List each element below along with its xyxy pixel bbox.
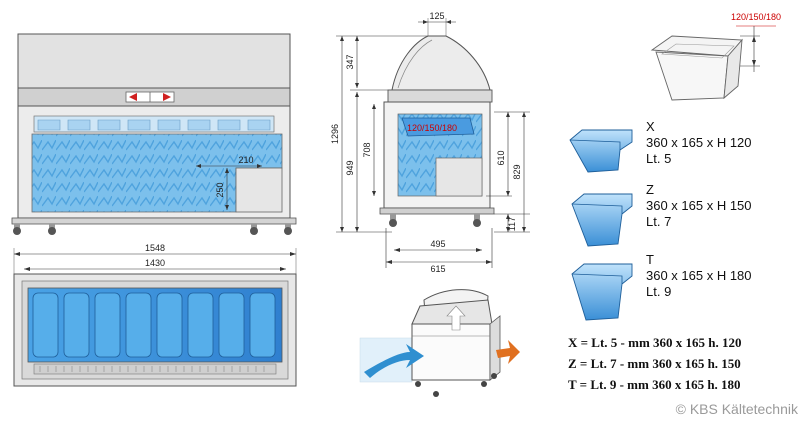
front-height-dimension: 250 — [215, 168, 229, 210]
top-view: 1548 1430 — [13, 243, 297, 387]
air-outlet-arrow-icon — [496, 340, 520, 364]
air-up-arrow-icon — [446, 305, 466, 331]
copyright: © KBS Kältetechnik — [676, 401, 799, 417]
caster-icon — [389, 214, 481, 227]
pan-t-size: 360 x 165 x H 180 — [646, 268, 752, 283]
front-pan-row — [33, 115, 275, 133]
pan-z-volume: Lt. 7 — [646, 214, 671, 229]
glass-hood — [391, 35, 491, 91]
airflow-illustration — [359, 289, 520, 397]
dim-front-depth: 210 — [238, 155, 253, 165]
dim-top-inner: 1430 — [145, 258, 165, 268]
pan-legend: X = Lt. 5 - mm 360 x 165 h. 120 Z = Lt. … — [568, 335, 742, 392]
dim-front-height: 250 — [215, 182, 225, 197]
pan-option-x: X 360 x 165 x H 120 Lt. 5 — [569, 119, 752, 173]
pan-option-z: Z 360 x 165 x H 150 Lt. 7 — [571, 182, 752, 247]
legend-line-x: X = Lt. 5 - mm 360 x 165 h. 120 — [568, 335, 742, 350]
dim-side-inner-width: 495 — [430, 239, 445, 249]
pan-z-size: 360 x 165 x H 150 — [646, 198, 752, 213]
pan-x-letter: X — [646, 119, 655, 134]
dim-side-body: 949 — [345, 160, 355, 175]
side-pan-label: 120/150/180 — [407, 123, 457, 133]
side-bottom-dimensions — [385, 228, 493, 268]
air-inlet-arrow-icon — [364, 344, 424, 378]
pan-t-volume: Lt. 9 — [646, 284, 671, 299]
pan-z-letter: Z — [646, 182, 654, 197]
front-view: 210 250 — [11, 33, 297, 235]
dim-side-top-width: 125 — [429, 11, 444, 21]
pan-x-volume: Lt. 5 — [646, 151, 671, 166]
pan-option-t: T 360 x 165 x H 180 Lt. 9 — [571, 252, 752, 321]
pan-height-options: 120/150/180 — [731, 12, 781, 22]
dim-side-hood: 347 — [345, 54, 355, 69]
side-left-dimensions — [336, 35, 430, 233]
dim-side-total: 1296 — [330, 124, 340, 144]
dim-side-outer-width: 615 — [430, 264, 445, 274]
legend-line-z: Z = Lt. 7 - mm 360 x 165 h. 150 — [568, 356, 741, 371]
pan-detail: 120/150/180 — [650, 12, 781, 101]
legend-line-t: T = Lt. 9 - mm 360 x 165 h. 180 — [568, 377, 741, 392]
top-pan-slots — [32, 292, 276, 358]
side-view: 125 1296 347 949 708 120/150/180 — [330, 11, 530, 274]
dim-side-foot: 117 — [507, 217, 517, 231]
front-depth-dimension: 210 — [196, 155, 262, 168]
caster-icon — [13, 224, 292, 235]
dim-side-right: 829 — [512, 164, 522, 179]
pan-t-letter: T — [646, 252, 654, 267]
vent-grille — [33, 363, 277, 375]
dim-side-tank: 708 — [362, 142, 372, 157]
dim-top-outer: 1548 — [145, 243, 165, 253]
slide-arrow-icon — [125, 91, 175, 103]
dim-side-inner: 610 — [496, 150, 506, 165]
pan-x-size: 360 x 165 x H 120 — [646, 135, 752, 150]
